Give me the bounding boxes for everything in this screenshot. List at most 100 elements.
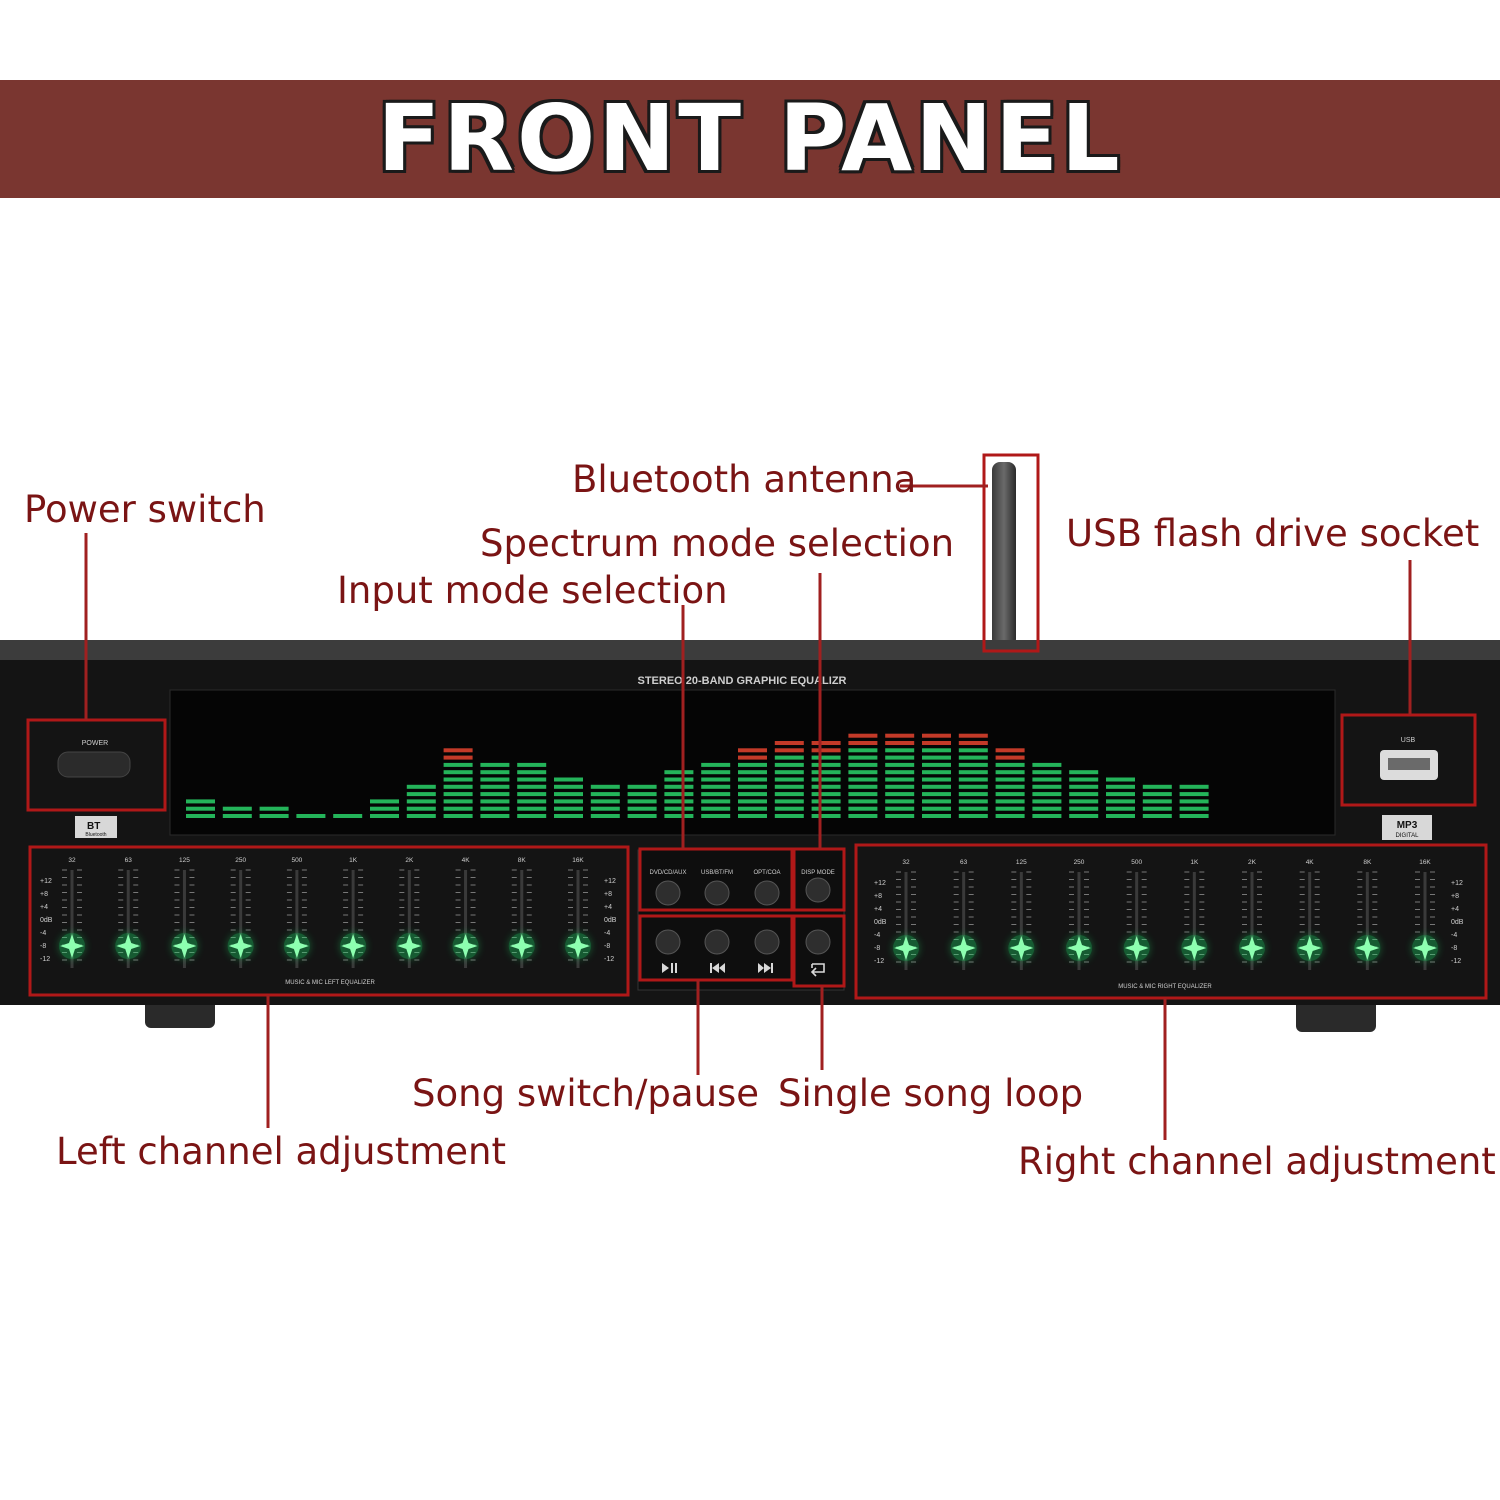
db-label-right: -8 <box>1451 945 1457 952</box>
spectrum-segment <box>443 799 473 804</box>
spectrum-segment <box>885 806 915 811</box>
spectrum-segment <box>995 762 1025 767</box>
spectrum-segment <box>885 814 915 818</box>
eq-slider-knob[interactable] <box>116 934 141 958</box>
spectrum-segment <box>443 814 473 818</box>
play-pause-button[interactable] <box>655 929 681 955</box>
spectrum-segment <box>958 806 988 811</box>
spectrum-segment <box>480 814 510 818</box>
input-button-usb[interactable] <box>704 880 730 906</box>
spectrum-segment <box>995 777 1025 782</box>
eq-slider-knob[interactable] <box>509 934 534 958</box>
spectrum-segment <box>480 770 510 775</box>
spectrum-segment <box>406 784 436 789</box>
spectrum-segment <box>774 814 804 818</box>
spectrum-segment <box>701 799 731 804</box>
usb-port-slot <box>1388 758 1430 770</box>
spectrum-segment <box>1142 799 1172 804</box>
spectrum-segment <box>1179 792 1209 797</box>
input-label-3: OPT/COA <box>753 870 780 876</box>
eq-slider-knob[interactable] <box>894 936 918 960</box>
spectrum-segment <box>774 806 804 811</box>
eq-slider-knob[interactable] <box>1297 936 1322 960</box>
spectrum-segment <box>922 770 951 775</box>
spectrum-segment <box>848 770 878 775</box>
spectrum-segment <box>848 741 878 745</box>
eq-slider-knob[interactable] <box>284 934 309 958</box>
eq-slider-knob[interactable] <box>172 934 197 958</box>
eq-band-label: 4K <box>1306 859 1315 866</box>
eq-slider-knob[interactable] <box>566 934 590 958</box>
db-label-right: -4 <box>604 930 610 937</box>
eq-slider-knob[interactable] <box>1240 936 1264 960</box>
spectrum-segment <box>701 792 731 797</box>
db-label-right: +12 <box>604 878 616 885</box>
disp-mode-button[interactable] <box>805 877 831 903</box>
spectrum-segment <box>1069 770 1099 775</box>
eq-band-label: 2K <box>405 857 414 864</box>
eq-slider-knob[interactable] <box>1067 936 1091 960</box>
right-eq-caption: MUSIC & MIC RIGHT EQUALIZER <box>1118 984 1212 990</box>
left-eq-caption: MUSIC & MIC LEFT EQUALIZER <box>285 980 375 986</box>
eq-band-label: 250 <box>235 857 246 864</box>
db-label-left: 0dB <box>40 917 53 924</box>
eq-slider-knob[interactable] <box>1413 936 1437 960</box>
display-title: STEREO 20-BAND GRAPHIC EQUALIZR <box>637 675 846 687</box>
spectrum-segment <box>517 792 547 797</box>
highlight-antenna <box>982 453 1040 653</box>
spectrum-segment <box>1142 814 1172 818</box>
spectrum-segment <box>554 806 583 811</box>
spectrum-segment <box>701 814 731 818</box>
spectrum-segment <box>922 733 951 738</box>
spectrum-segment <box>922 784 951 789</box>
spectrum-segment <box>738 755 767 760</box>
eq-slider-knob[interactable] <box>60 934 84 958</box>
spectrum-segment <box>885 762 915 767</box>
spectrum-segment <box>958 741 988 745</box>
eq-slider-knob[interactable] <box>951 936 976 960</box>
input-button-opt[interactable] <box>754 880 780 906</box>
spectrum-segment <box>1032 770 1062 775</box>
spectrum-segment <box>774 784 804 789</box>
db-label-left: 0dB <box>874 919 887 926</box>
input-button-dvd[interactable] <box>655 880 681 906</box>
spectrum-segment <box>922 741 951 745</box>
spectrum-segment <box>370 799 399 804</box>
eq-slider-knob[interactable] <box>453 934 478 958</box>
spectrum-segment <box>664 814 694 818</box>
spectrum-segment <box>995 792 1025 797</box>
eq-band-label: 250 <box>1074 859 1085 866</box>
eq-slider-knob[interactable] <box>1182 936 1207 960</box>
spectrum-segment <box>885 748 915 753</box>
db-label-left: -4 <box>40 930 46 937</box>
spectrum-column <box>1032 762 1062 818</box>
page-title: FRONT PANEL <box>377 85 1123 192</box>
spectrum-segment <box>774 799 804 804</box>
eq-band-label: 1K <box>1190 859 1199 866</box>
spectrum-segment <box>222 806 252 811</box>
spectrum-segment <box>701 762 731 767</box>
spectrum-segment <box>443 755 473 760</box>
eq-slider-knob[interactable] <box>397 934 422 958</box>
spectrum-segment <box>774 755 804 760</box>
spectrum-segment <box>517 770 547 775</box>
spectrum-segment <box>627 784 657 789</box>
spectrum-segment <box>811 814 841 818</box>
eq-slider-knob[interactable] <box>1355 936 1380 960</box>
spectrum-segment <box>517 777 547 782</box>
eq-slider-knob[interactable] <box>1009 936 1034 960</box>
spectrum-column <box>701 762 731 818</box>
eq-band-label: 500 <box>1131 859 1142 866</box>
eq-band-label: 2K <box>1248 859 1257 866</box>
spectrum-segment <box>1142 806 1172 811</box>
eq-slider-knob[interactable] <box>1124 936 1149 960</box>
callout-left-channel: Left channel adjustment <box>56 1130 506 1173</box>
previous-button[interactable] <box>704 929 730 955</box>
power-button[interactable] <box>57 751 131 778</box>
next-button[interactable] <box>754 929 780 955</box>
eq-slider-knob[interactable] <box>228 934 253 958</box>
loop-button[interactable] <box>805 929 831 955</box>
eq-slider-knob[interactable] <box>341 934 366 958</box>
spectrum-segment <box>885 770 915 775</box>
db-label-right: 0dB <box>1451 919 1464 926</box>
